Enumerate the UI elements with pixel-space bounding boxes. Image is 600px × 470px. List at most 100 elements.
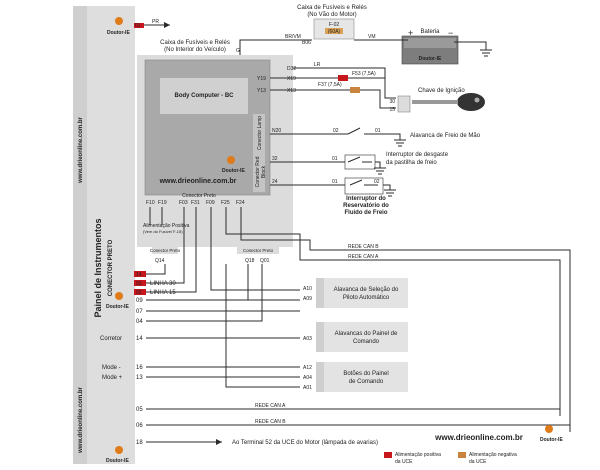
pin-01-top: 01	[135, 23, 141, 29]
watermark-top: www.drieonline.com.br	[78, 116, 84, 183]
desgaste-label2: da pastilha de freio	[386, 160, 437, 166]
botoes-box	[316, 362, 408, 392]
can-b-bottom-label: REDE CAN B	[255, 419, 286, 425]
pin-18: 18	[136, 440, 143, 446]
panel-subtitle: CONECTOR PRETO	[108, 239, 114, 296]
reserv-label1: Interruptor do	[346, 196, 386, 202]
pin-a12: A12	[303, 365, 312, 371]
conn-preto-right: Conector Preto	[243, 248, 274, 253]
conn-preto-bottom: Conector Preto	[150, 248, 181, 253]
fuse-f53	[338, 75, 348, 81]
piloto-box	[316, 278, 408, 308]
pin-a04: A04	[303, 375, 312, 381]
engine-fusebox-title1: Caixa de Fusíveis e Relés	[297, 5, 367, 11]
legend-positive-2: da UCE	[395, 459, 413, 465]
vehicle-fusebox-title1: Caixa de Fusíveis e Relés	[160, 40, 230, 46]
ground-icon	[374, 167, 386, 175]
aliment-label: Alimentação Positiva	[143, 223, 190, 229]
pin-06: 06	[136, 423, 143, 429]
freio-mao-label: Alavanca de Freio de Mão	[410, 133, 481, 139]
painel-label2: Comando	[353, 339, 380, 345]
engine-fusebox-title2: (No Vão do Motor)	[307, 12, 356, 18]
svg-text:F03: F03	[179, 200, 188, 206]
wire-q14	[145, 264, 166, 275]
freio-mao-pin02: 02	[333, 128, 339, 134]
fuse-f02-rating: (60A)	[328, 29, 341, 35]
fuse-f53-label: F53 (7,5A)	[352, 71, 376, 77]
linha15-label: LINHA 15	[150, 290, 176, 296]
pin-02-red: 02	[136, 290, 142, 296]
vehicle-fusebox-title2: (No Interior do Veículo)	[164, 47, 226, 53]
svg-text:F19: F19	[158, 200, 167, 206]
pin-b06: B06	[302, 40, 311, 46]
pin-y13: Y13	[257, 88, 266, 94]
pin-q18: Q18	[245, 258, 255, 264]
pin-d32: D32	[287, 66, 296, 72]
pin-x13: X13	[287, 88, 296, 94]
mode-plus-label: Mode +	[102, 375, 123, 381]
svg-text:F10: F10	[146, 200, 155, 206]
pin-32: 32	[272, 156, 278, 162]
logo-bottom: Doutor-IE	[106, 446, 129, 464]
wire-can-a	[225, 207, 561, 416]
mode-minus-label: Mode -	[102, 365, 121, 371]
pin-q14: Q14	[155, 258, 165, 264]
pin-07: 07	[136, 309, 143, 315]
footer-website: www.drieonline.com.br	[434, 433, 523, 442]
wire-brvm	[239, 39, 312, 55]
wire-04	[146, 264, 263, 322]
wire-lr-label: LR	[314, 62, 321, 68]
wire-brvm-label: BR/VM	[285, 34, 301, 40]
painel-box	[316, 322, 408, 352]
battery-label: Bateria	[420, 29, 440, 35]
legend-negative-2: da UCE	[469, 459, 487, 465]
fuse-f02	[325, 28, 343, 34]
fuse-f37	[350, 87, 360, 93]
ground-icon	[384, 189, 396, 197]
botoes-label2: de Comando	[349, 379, 384, 385]
desgaste-label1: Interruptor de desgaste	[386, 152, 449, 158]
svg-text:Doutor-IE: Doutor-IE	[107, 30, 130, 36]
terminal-label: Ao Terminal 52 da UCE do Motor (lâmpada …	[232, 440, 378, 446]
pin-x19: X19	[287, 76, 296, 82]
corretor-label: Corretor	[100, 336, 122, 342]
footer-logo-icon	[545, 425, 553, 433]
wire-lr	[293, 67, 396, 99]
fuse-f37-label: F37 (7,5A)	[318, 82, 342, 88]
pin-a01: A01	[303, 385, 312, 391]
panel-title: Painel de Instrumentos	[93, 218, 103, 317]
footer-logo-text: Doutor-IE	[540, 437, 563, 443]
wire-linha15	[146, 207, 197, 293]
ground-wire	[454, 41, 487, 50]
pin-01-top-marker	[134, 23, 144, 28]
bc-website: www.drieonline.com.br	[159, 178, 237, 185]
aliment-sub: (Vem do Fusível F-15)	[143, 229, 183, 234]
watermark-bottom: www.drieonline.com.br	[78, 386, 84, 453]
wire-f25-a01	[225, 264, 300, 388]
pin-g: G	[236, 48, 240, 54]
wire-vm-label: VM	[368, 34, 376, 40]
reserv-label3: Fluido de Freio	[345, 210, 388, 216]
legend-positive-1: Alimentação positiva	[395, 452, 441, 458]
logo-mid-icon	[115, 292, 123, 300]
logo-top: Doutor-IE	[107, 17, 130, 36]
legend-positive-swatch	[384, 452, 392, 458]
bc-bottom-pins: F10 F19 F03 F31 F09 F25 F24	[146, 200, 245, 206]
bc-logo-text: Doutor-IE	[222, 168, 245, 174]
bc-logo-icon	[227, 156, 235, 164]
ignition-switch	[397, 95, 411, 113]
svg-text:Doutor-IE: Doutor-IE	[106, 304, 129, 310]
pin-05: 05	[136, 407, 143, 413]
desgaste-pin01: 01	[332, 156, 338, 162]
pin-14-marker	[134, 271, 146, 277]
fuse-f02-label: F-02	[329, 22, 340, 28]
pin-a10: A10	[303, 286, 312, 292]
ground-icon	[480, 49, 492, 57]
conn-lamp-label: Conector Lamp	[257, 116, 263, 150]
conn-red-label1: Conector Red	[255, 156, 261, 187]
freio-mao-pin01: 01	[375, 128, 381, 134]
reserv-pin01: 01	[332, 179, 338, 185]
battery-minus-icon: −	[448, 28, 453, 38]
conn-preto-label: Conector Preto	[182, 193, 216, 199]
